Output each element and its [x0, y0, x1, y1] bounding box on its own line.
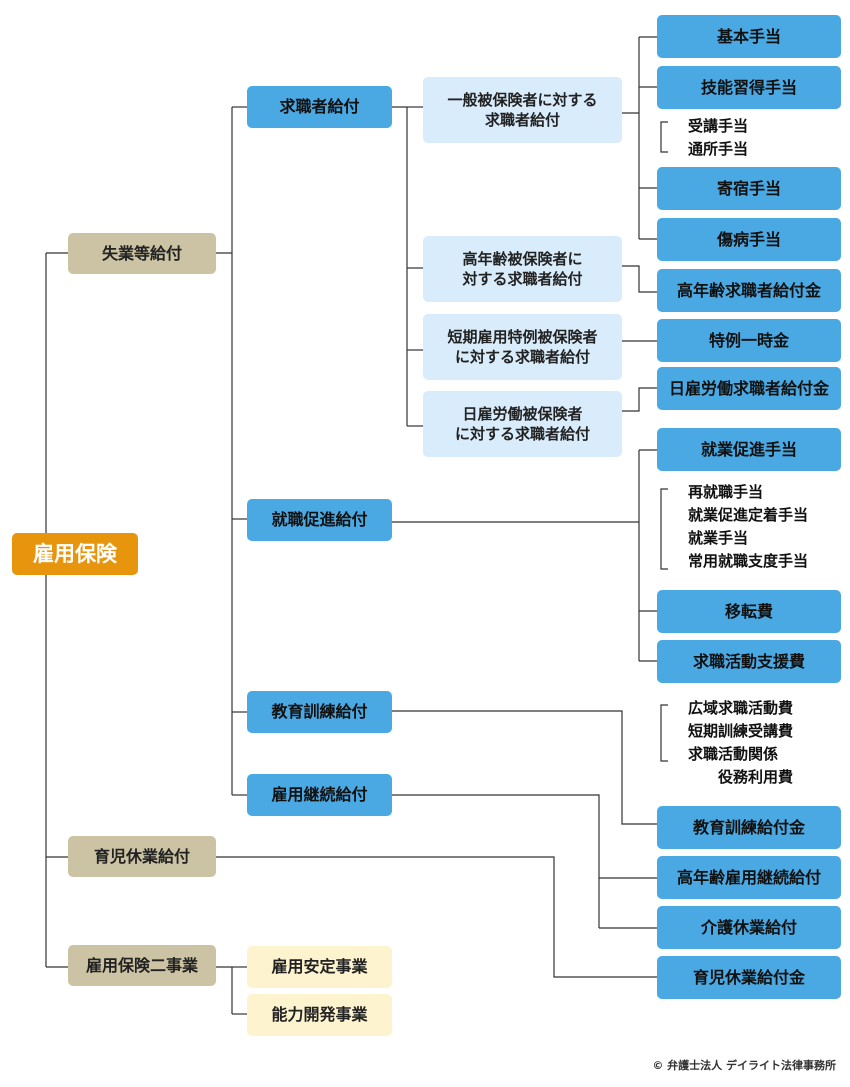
connector-projects-trunk: [216, 966, 233, 1014]
connector-general-trunk: [622, 37, 640, 239]
node-basic-allowance: 基本手当: [657, 15, 841, 58]
node-special-lump-sum: 特例一時金: [657, 319, 841, 362]
node-employment-continuation-benefits: 雇用継続給付: [247, 774, 392, 816]
node-employment-stability-project: 雇用安定事業: [247, 946, 392, 988]
node-elderly-job-seeker-lump-sum: 高年齢求職者給付金: [657, 269, 841, 312]
node-unemployment-benefits: 失業等給付: [68, 233, 216, 274]
node-job-seeker-benefits: 求職者給付: [247, 86, 392, 128]
connector-education-benefit: [392, 710, 657, 825]
connector-elderly-benefit: [622, 265, 657, 293]
bracket-support-sub: [660, 704, 668, 762]
node-reemployment-benefits: 就職促進給付: [247, 499, 392, 541]
list-promotion-sub-allowances: 再就職手当 就業促進定着手当 就業手当 常用就職支度手当: [688, 483, 809, 570]
node-general-insured-job-seeker: 一般被保険者に対する 求職者給付: [423, 77, 622, 143]
connector-unemployment-trunk: [216, 107, 233, 795]
root-employment-insurance: 雇用保険: [12, 533, 138, 575]
connector-job-seeker-trunk: [392, 106, 408, 426]
node-job-search-support-expenses: 求職活動支援費: [657, 640, 841, 683]
node-care-leave-benefit: 介護休業給付: [657, 906, 841, 949]
node-childcare-leave-benefit: 育児休業給付金: [657, 956, 841, 999]
bracket-promotion-sub: [660, 488, 668, 570]
node-relocation-expenses: 移転費: [657, 590, 841, 633]
node-elderly-employment-continuation: 高年齢雇用継続給付: [657, 856, 841, 899]
connector-day-labor-benefit: [622, 387, 657, 412]
node-education-training-benefits: 教育訓練給付: [247, 691, 392, 733]
connector-reemployment-trunk: [392, 450, 640, 661]
connector-childcare-benefit: [216, 856, 657, 978]
node-elderly-insured-job-seeker: 高年齢被保険者に 対する求職者給付: [423, 236, 622, 302]
node-employment-promotion-allowance: 就業促進手当: [657, 428, 841, 471]
connector-continuation-trunk: [392, 794, 600, 928]
list-job-search-sub-expenses: 広域求職活動費 短期訓練受講費 求職活動関係 役務利用費: [688, 699, 794, 786]
node-day-labor-job-seeker-benefit: 日雇労働求職者給付金: [657, 367, 841, 410]
node-day-labor-insured-job-seeker: 日雇労働被保険者 に対する求職者給付: [423, 391, 622, 457]
node-short-term-insured-job-seeker: 短期雇用特例被保険者 に対する求職者給付: [423, 314, 622, 380]
node-ability-development-project: 能力開発事業: [247, 994, 392, 1036]
list-skill-sub-allowances: 受講手当 通所手当: [688, 117, 749, 158]
copyright-notice: © 弁護士法人 デイライト法律事務所: [652, 1059, 836, 1072]
node-skill-acquisition-allowance: 技能習得手当: [657, 66, 841, 109]
node-education-training-benefit: 教育訓練給付金: [657, 806, 841, 849]
node-childcare-leave-benefits: 育児休業給付: [68, 836, 216, 877]
node-two-projects: 雇用保険二事業: [68, 945, 216, 986]
bracket-skill-sub: [660, 121, 668, 153]
node-injury-sickness-allowance: 傷病手当: [657, 218, 841, 261]
node-lodging-allowance: 寄宿手当: [657, 167, 841, 210]
